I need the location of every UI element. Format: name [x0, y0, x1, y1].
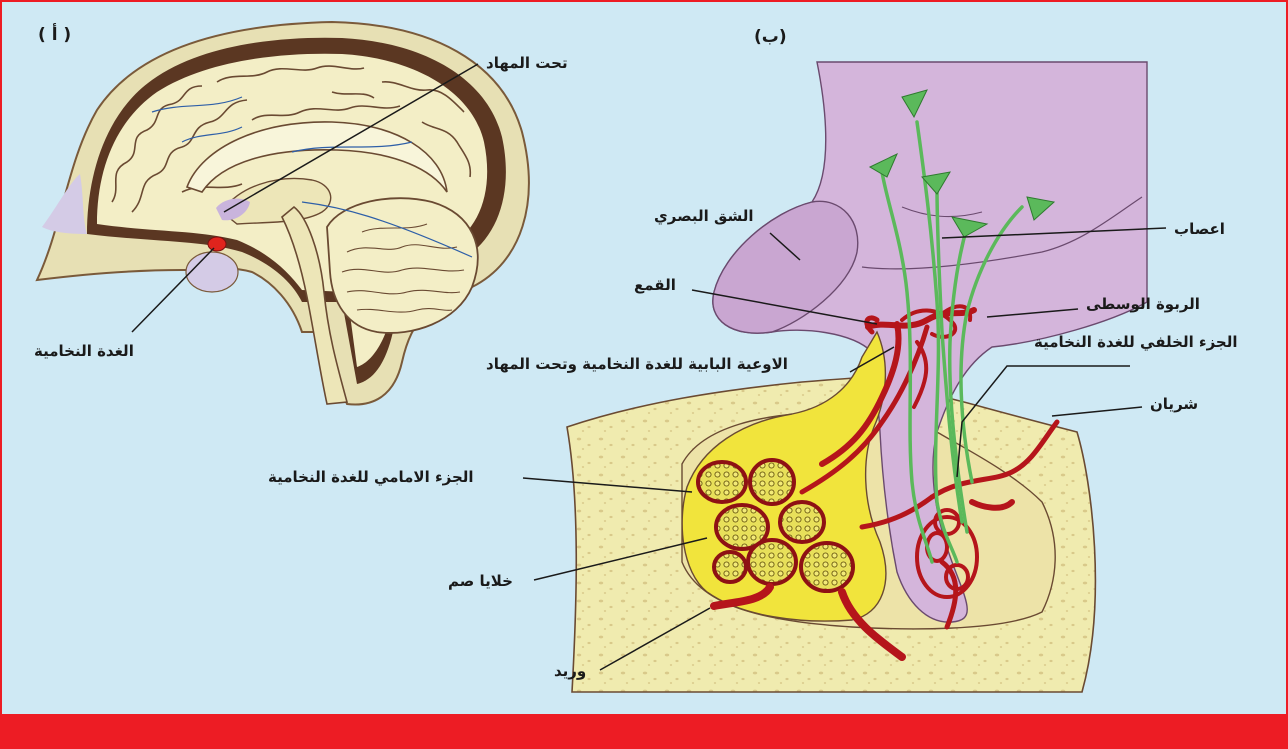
- label-hypothalamus: تحت المهاد: [486, 54, 568, 72]
- sphenoid-sinus: [186, 252, 238, 292]
- label-posterior-pituitary: الجزء الخلفي للغدة النخامية: [1034, 333, 1238, 351]
- label-vein: وريد: [554, 662, 586, 680]
- label-nerves: اعصاب: [1174, 220, 1225, 238]
- label-artery: شريان: [1150, 395, 1198, 413]
- label-portal-vessels: الاوعية البابية للغدة النخامية وتحت المه…: [486, 355, 788, 373]
- label-anterior-pituitary: الجزء الامامي للغدة النخامية: [268, 468, 474, 486]
- panel-a-tag: ( أ ): [38, 26, 71, 44]
- label-endocrine-cells: خلايا صم: [448, 572, 513, 590]
- label-median-eminence: الربوة الوسطى: [1086, 295, 1200, 313]
- frontal-sinus: [42, 174, 87, 234]
- pituitary-marker: [208, 237, 226, 251]
- label-infundibulum: القمع: [634, 276, 676, 294]
- panel-b-tag: (ب): [754, 28, 787, 46]
- label-pituitary: الغدة النخامية: [34, 342, 134, 360]
- pituitary-detail: [523, 62, 1166, 692]
- label-optic-chiasm: الشق البصري: [654, 207, 754, 225]
- bottom-accent-bar: [2, 714, 1288, 749]
- cerebellum: [327, 198, 478, 333]
